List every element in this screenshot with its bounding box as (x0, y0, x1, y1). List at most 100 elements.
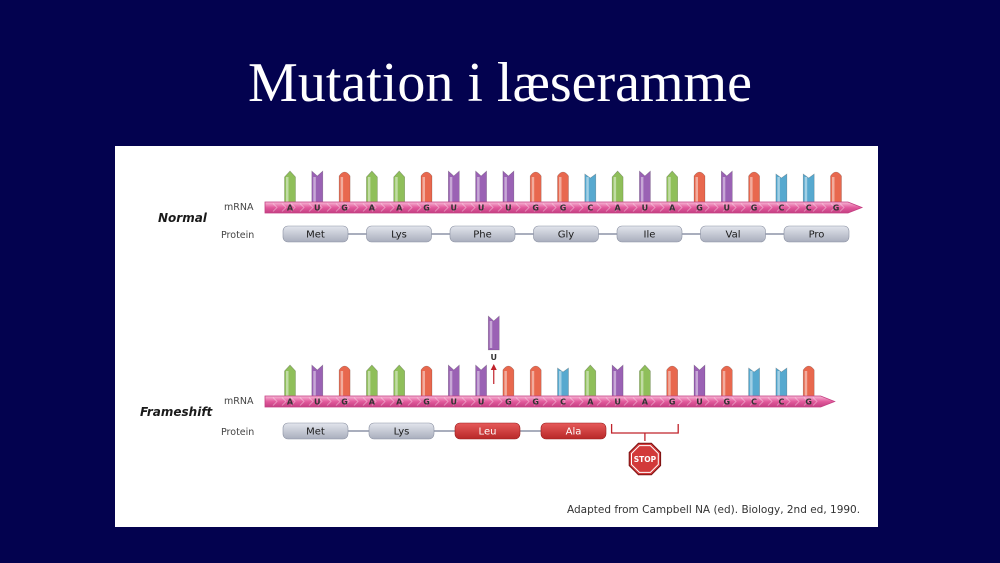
nucleotide-a (611, 170, 624, 206)
base-letter: C (587, 204, 593, 213)
source-credit: Adapted from Campbell NA (ed). Biology, … (567, 504, 860, 516)
amino-acid-label: Phe (473, 230, 492, 241)
stop-sign-icon: STOP (628, 442, 662, 476)
base-letter: U (451, 204, 458, 213)
amino-acid-label: Ile (644, 230, 656, 241)
nucleotide-g (420, 365, 433, 400)
nucleotide-a (393, 364, 405, 400)
base-letter: G (751, 204, 758, 213)
nucleotide-u (721, 170, 733, 206)
nucleotide-c (748, 367, 760, 400)
amino-acid-val: Val (700, 225, 766, 243)
stop-label: STOP (634, 455, 657, 464)
normal-protein-label: Protein (221, 230, 254, 241)
amino-acid-met: Met (282, 225, 349, 243)
frameshift-row-title: Frameshift (140, 405, 214, 419)
nucleotide-u (311, 364, 324, 400)
mrna-strand-normal (264, 201, 864, 214)
base-letter: G (505, 398, 512, 407)
nucleotide-g (338, 365, 351, 400)
base-letter: G (805, 398, 812, 407)
base-letter: A (287, 204, 294, 213)
nucleotide-a (366, 170, 378, 206)
nucleotide-g (802, 365, 815, 400)
base-letter: U (724, 204, 731, 213)
base-letter: A (396, 398, 403, 407)
base-letter: C (806, 204, 812, 213)
nucleotide-a (584, 364, 597, 400)
amino-acid-label: Ala (566, 427, 582, 438)
base-letter: A (614, 204, 621, 213)
nucleotide-u (448, 364, 460, 400)
amino-acid-label: Leu (479, 427, 497, 438)
nucleotide-g (830, 171, 842, 206)
nucleotide-g (529, 365, 542, 400)
nucleotide-c (584, 173, 597, 206)
base-letter: A (669, 204, 676, 213)
amino-acid-ala: Ala (540, 422, 607, 440)
base-letter: C (560, 398, 566, 407)
base-letter: G (560, 204, 567, 213)
base-letter: U (314, 204, 321, 213)
base-letter: U (642, 204, 649, 213)
mrna-diagram: Normal mRNA Protein Frameshift mRNA Prot… (140, 170, 864, 516)
base-letter: A (587, 398, 594, 407)
amino-acid-gly: Gly (533, 225, 599, 243)
stop-codon-bracket (610, 424, 679, 434)
nucleotide-c (775, 173, 788, 206)
insertion-arrowhead (490, 364, 497, 370)
base-letter: U (451, 398, 458, 407)
base-letter: G (423, 204, 430, 213)
nucleotide-u (639, 170, 651, 206)
base-letter: G (669, 398, 676, 407)
base-letter: C (778, 204, 784, 213)
base-letter: G (341, 398, 348, 407)
inserted-nucleotide-u (487, 315, 500, 351)
nucleotide-c (802, 173, 815, 206)
nucleotide-a (393, 170, 405, 206)
base-letter: G (532, 398, 539, 407)
amino-acid-label: Pro (809, 230, 825, 241)
nucleotide-a (284, 364, 296, 400)
normal-row-title: Normal (158, 211, 208, 225)
base-letter: G (724, 398, 731, 407)
base-letter: G (833, 204, 840, 213)
inserted-base-letter: U (491, 353, 498, 362)
nucleotide-u (502, 170, 515, 206)
base-letter: C (778, 398, 784, 407)
base-letter: U (696, 398, 703, 407)
nucleotide-g (666, 365, 678, 400)
amino-acid-leu: Leu (454, 422, 521, 440)
base-letter: C (751, 398, 757, 407)
base-letter: A (287, 398, 294, 407)
amino-acid-label: Met (306, 427, 325, 438)
base-letter: G (532, 204, 539, 213)
nucleotide-c (557, 367, 569, 400)
base-letter: A (642, 398, 649, 407)
amino-acid-label: Lys (391, 230, 407, 241)
nucleotide-a (639, 364, 651, 400)
amino-acid-lys: Lys (368, 422, 435, 440)
nucleotide-g (748, 171, 760, 206)
nucleotide-g (557, 171, 569, 206)
amino-acid-ile: Ile (616, 225, 683, 243)
nucleotide-g (338, 171, 351, 206)
amino-acid-met: Met (282, 422, 349, 440)
amino-acid-label: Met (306, 230, 325, 241)
amino-acid-label: Lys (394, 427, 410, 438)
frameshift-mrna-label: mRNA (224, 396, 254, 407)
nucleotide-u (311, 170, 324, 206)
base-letter: G (341, 204, 348, 213)
nucleotide-g (529, 171, 542, 206)
nucleotide-g (502, 365, 515, 400)
base-letter: A (369, 204, 376, 213)
amino-acid-label: Val (726, 230, 741, 241)
nucleotide-u (611, 364, 624, 400)
base-letter: A (369, 398, 376, 407)
nucleotide-a (366, 364, 378, 400)
frameshift-protein-label: Protein (221, 427, 254, 438)
normal-mrna-label: mRNA (224, 202, 254, 213)
